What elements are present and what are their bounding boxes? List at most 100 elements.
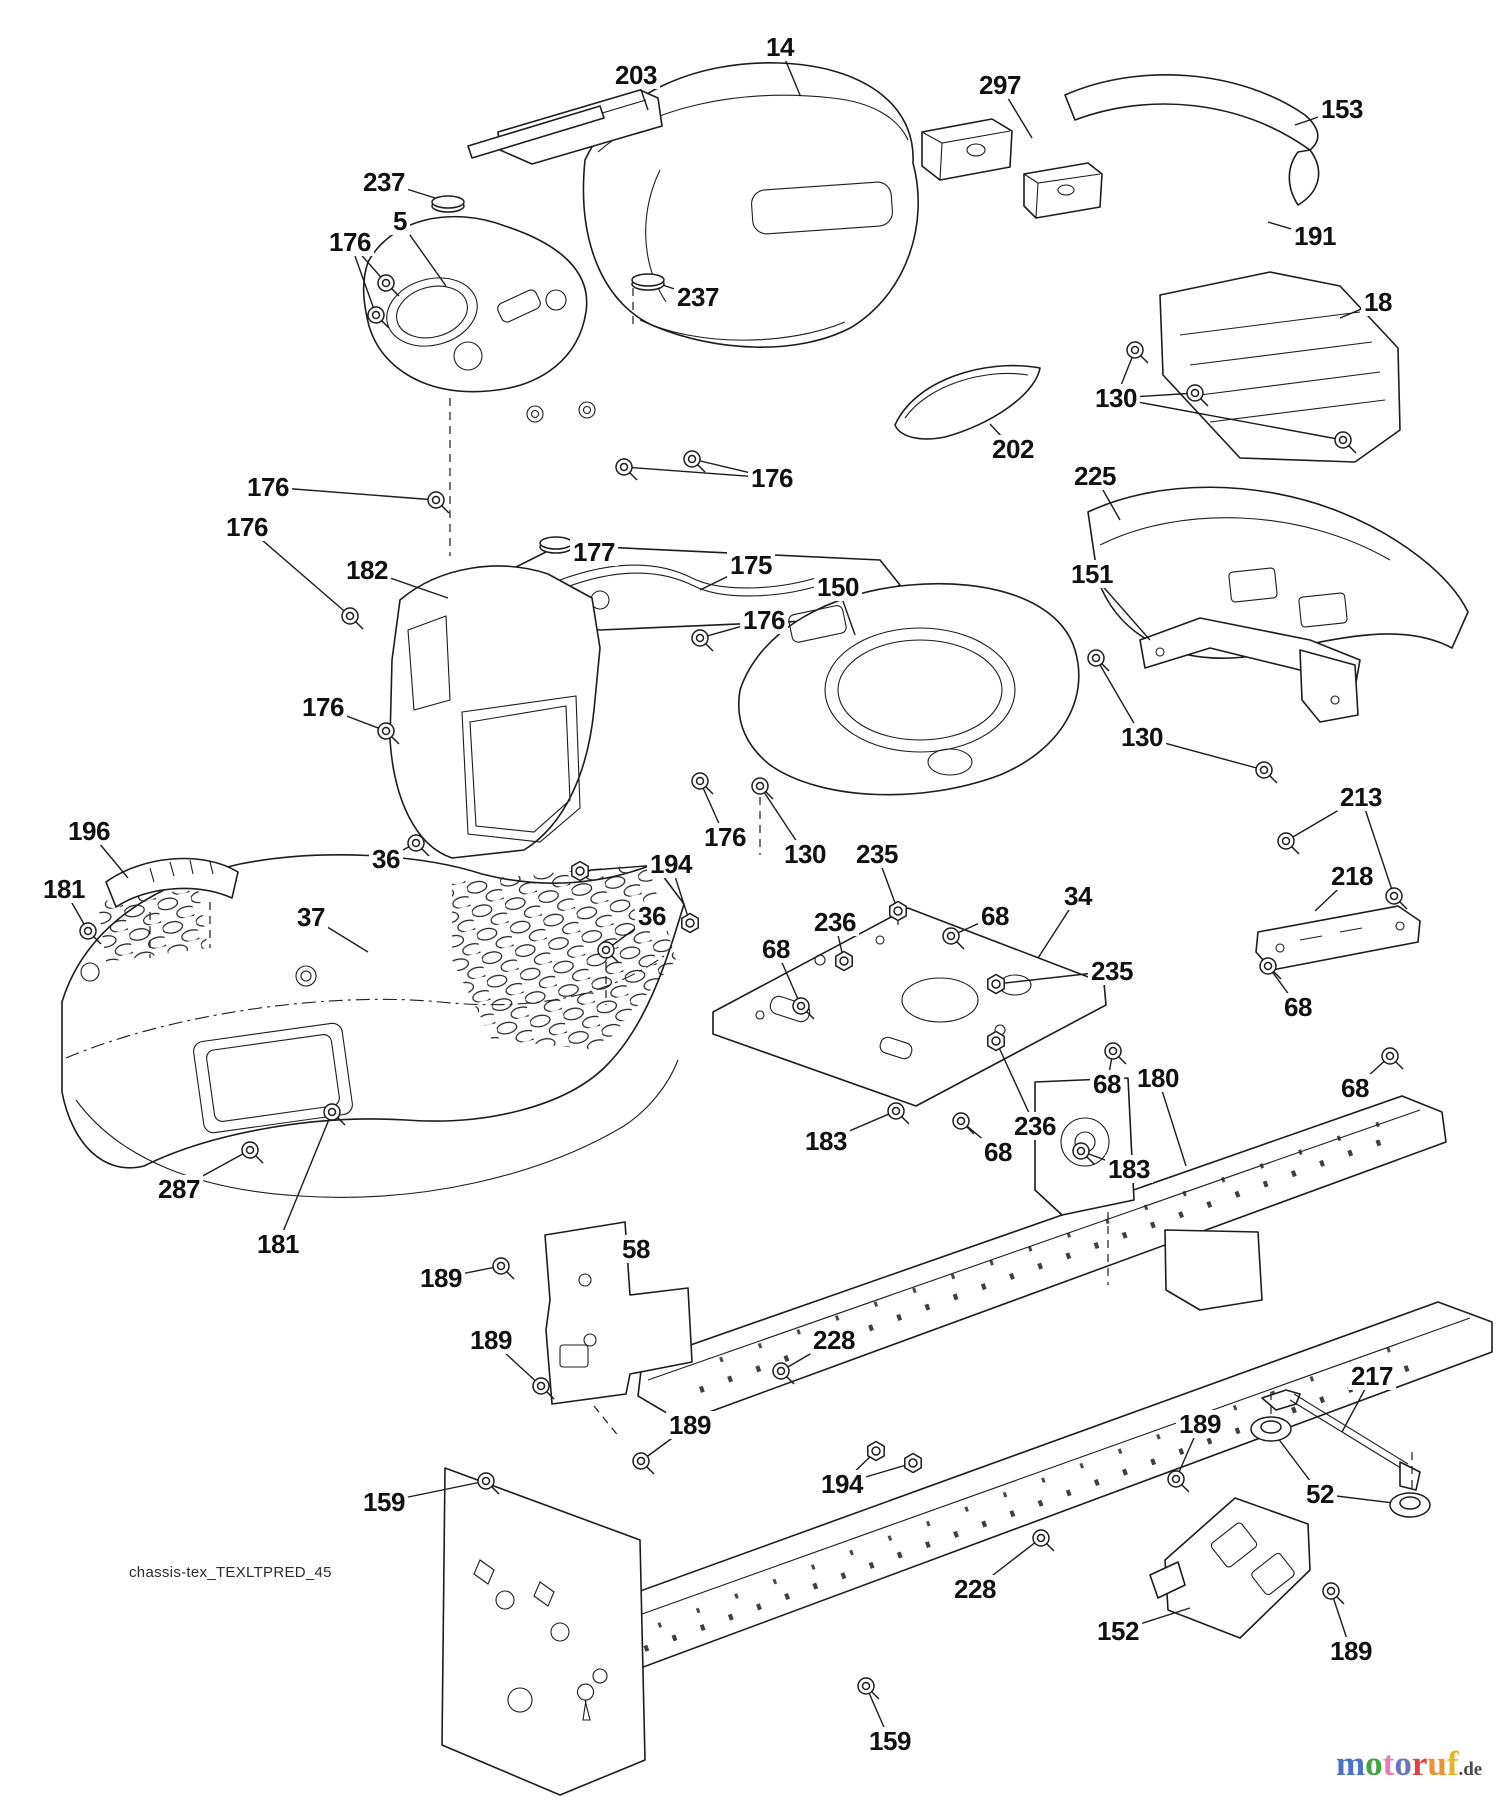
fastener-glyph-194 bbox=[681, 912, 699, 934]
part-label-68: 68 bbox=[1090, 1070, 1124, 1098]
motoruf-logo[interactable]: motoruf.de bbox=[1336, 1746, 1482, 1781]
part-label-175: 175 bbox=[727, 551, 775, 579]
fastener-glyph-189 bbox=[1322, 1582, 1345, 1605]
fender-37 bbox=[61, 854, 685, 1198]
part-label-176: 176 bbox=[740, 606, 788, 634]
part-label-297: 297 bbox=[976, 71, 1024, 99]
fastener-glyph-68 bbox=[1259, 957, 1282, 980]
part-label-176: 176 bbox=[701, 823, 749, 851]
part-label-130: 130 bbox=[781, 840, 829, 868]
part-label-36: 36 bbox=[635, 902, 669, 930]
part-label-181: 181 bbox=[40, 875, 88, 903]
fastener-glyph-236 bbox=[835, 950, 853, 972]
part-label-189: 189 bbox=[467, 1326, 515, 1354]
part-label-217: 217 bbox=[1348, 1362, 1396, 1390]
leader-line-180 bbox=[1157, 1077, 1187, 1167]
skid-plate-152 bbox=[1149, 1497, 1311, 1639]
part-label-237: 237 bbox=[674, 283, 722, 311]
fastener-glyph-130 bbox=[1334, 431, 1357, 454]
part-label-228: 228 bbox=[951, 1575, 999, 1603]
fastener-glyph-213 bbox=[1385, 887, 1408, 910]
fastener-glyph-130 bbox=[1186, 384, 1209, 407]
fastener-glyph-237 bbox=[431, 195, 465, 213]
fastener-glyph-235 bbox=[889, 900, 907, 922]
engine-shroud-150 bbox=[738, 582, 1080, 796]
leader-line-181 bbox=[277, 1111, 333, 1245]
part-label-183: 183 bbox=[1105, 1155, 1153, 1183]
fastener-glyph-228 bbox=[772, 1362, 795, 1385]
fastener-glyph-176 bbox=[427, 491, 450, 514]
part-label-130: 130 bbox=[1092, 384, 1140, 412]
part-label-159: 159 bbox=[360, 1488, 408, 1516]
logo-letter: t bbox=[1382, 1744, 1395, 1783]
fastener-glyph-189 bbox=[492, 1257, 515, 1280]
leader-line-176 bbox=[246, 526, 351, 617]
part-label-194: 194 bbox=[818, 1470, 866, 1498]
part-label-287: 287 bbox=[155, 1175, 203, 1203]
part-label-159: 159 bbox=[866, 1727, 914, 1755]
part-label-5: 5 bbox=[390, 207, 410, 235]
fastener-glyph-52 bbox=[1389, 1492, 1431, 1518]
shift-indicator-196 bbox=[105, 857, 239, 908]
part-label-52: 52 bbox=[1303, 1480, 1337, 1508]
leader-line-213 bbox=[1360, 796, 1395, 897]
part-label-236: 236 bbox=[1011, 1112, 1059, 1140]
fastener-glyph-68 bbox=[1104, 1042, 1127, 1065]
dash-console-5 bbox=[362, 215, 596, 423]
part-label-213: 213 bbox=[1337, 783, 1385, 811]
part-label-225: 225 bbox=[1071, 462, 1119, 490]
lower-dash-panel-182 bbox=[389, 565, 601, 859]
assembly-guide-lines bbox=[149, 288, 1413, 1490]
part-label-153: 153 bbox=[1318, 95, 1366, 123]
part-label-189: 189 bbox=[1327, 1637, 1375, 1665]
fastener-glyph-194 bbox=[904, 1452, 922, 1474]
bumper-bracket-151 bbox=[1139, 617, 1361, 723]
fastener-glyph-68 bbox=[1381, 1047, 1404, 1070]
logo-suffix: .de bbox=[1458, 1759, 1483, 1780]
part-label-189: 189 bbox=[417, 1264, 465, 1292]
part-label-176: 176 bbox=[223, 513, 271, 541]
part-label-182: 182 bbox=[343, 556, 391, 584]
fastener-glyph-194 bbox=[867, 1440, 885, 1462]
part-label-176: 176 bbox=[244, 473, 292, 501]
part-label-176: 176 bbox=[326, 228, 374, 256]
leader-line-176 bbox=[623, 466, 773, 479]
fastener-glyph-236 bbox=[987, 1030, 1005, 1052]
fastener-glyph-130 bbox=[1255, 761, 1278, 784]
fastener-glyph-189 bbox=[632, 1452, 655, 1475]
fastener-glyph-189 bbox=[532, 1377, 555, 1400]
fastener-glyph-176 bbox=[615, 458, 638, 481]
fastener-glyph-68 bbox=[952, 1112, 975, 1135]
part-label-236: 236 bbox=[811, 908, 859, 936]
lens-202 bbox=[894, 364, 1041, 440]
logo-letter: u bbox=[1427, 1744, 1447, 1783]
fastener-glyph-176 bbox=[691, 629, 714, 652]
part-label-180: 180 bbox=[1134, 1064, 1182, 1092]
fastener-glyph-159 bbox=[857, 1677, 880, 1700]
part-label-37: 37 bbox=[294, 903, 328, 931]
part-label-194: 194 bbox=[647, 850, 695, 878]
part-label-58: 58 bbox=[619, 1235, 653, 1263]
fastener-glyph-183 bbox=[1072, 1142, 1095, 1165]
part-label-196: 196 bbox=[65, 817, 113, 845]
fastener-glyph-181 bbox=[79, 922, 102, 945]
part-label-68: 68 bbox=[1338, 1074, 1372, 1102]
logo-wordmark: motoruf bbox=[1336, 1746, 1458, 1781]
part-label-189: 189 bbox=[1176, 1410, 1224, 1438]
fastener-glyph-213 bbox=[1277, 832, 1300, 855]
fastener-glyph-52 bbox=[1250, 1416, 1292, 1442]
fastener-glyph-130 bbox=[751, 777, 774, 800]
logo-letter: o bbox=[1365, 1744, 1383, 1783]
part-label-181: 181 bbox=[254, 1230, 302, 1258]
part-label-228: 228 bbox=[810, 1326, 858, 1354]
fastener-glyph-287 bbox=[241, 1141, 264, 1164]
part-label-177: 177 bbox=[570, 538, 618, 566]
logo-letter: o bbox=[1394, 1744, 1412, 1783]
part-label-68: 68 bbox=[978, 902, 1012, 930]
leader-line-176 bbox=[267, 486, 437, 501]
part-label-218: 218 bbox=[1328, 862, 1376, 890]
part-label-202: 202 bbox=[989, 435, 1037, 463]
logo-letter: r bbox=[1411, 1744, 1428, 1783]
